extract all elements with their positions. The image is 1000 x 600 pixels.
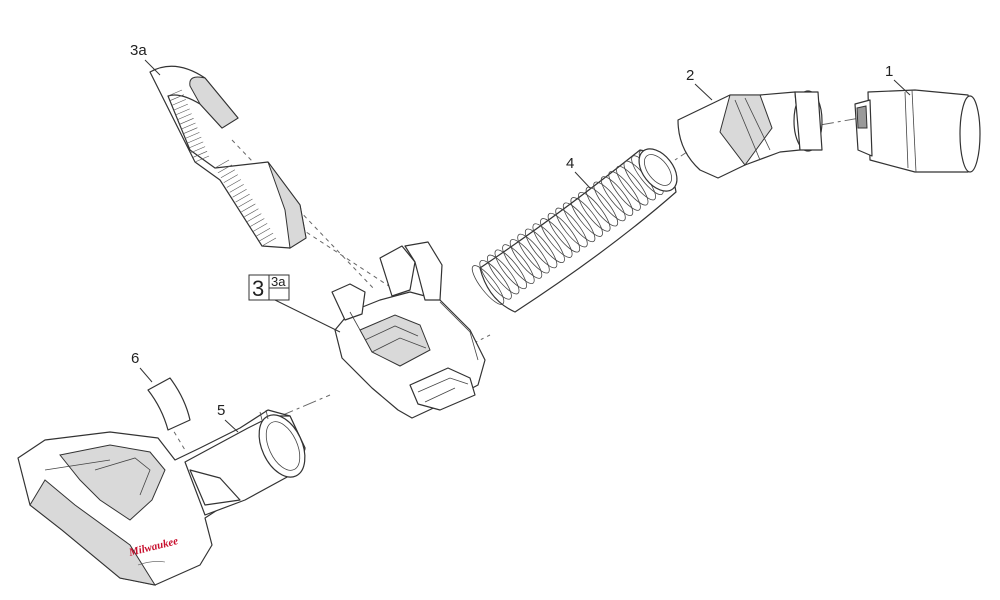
strap-rib — [214, 159, 230, 169]
hose-rib — [509, 239, 543, 279]
hose-rib — [479, 260, 512, 300]
hose-rib — [555, 207, 588, 248]
strap-rib — [179, 118, 194, 125]
part-1-coupler — [854, 89, 981, 173]
strap-rib — [235, 193, 250, 203]
callout-5-label: 5 — [217, 402, 225, 419]
hose-rib — [562, 202, 596, 243]
callout-6: 6 — [131, 350, 153, 383]
hose-rib — [471, 265, 505, 305]
strap-rib — [258, 232, 274, 242]
hose-rib — [547, 212, 581, 253]
callout-2: 2 — [686, 67, 713, 101]
kit-box-sub: 3a — [271, 274, 286, 289]
kit-label-box: 3 3a — [248, 274, 341, 333]
strap-rib — [190, 146, 206, 153]
callout-3a: 3a — [130, 42, 161, 76]
strap-rib — [238, 198, 253, 208]
strap-rib — [181, 122, 196, 130]
strap-rib — [175, 108, 190, 116]
hose-rib — [578, 192, 611, 232]
strap-rib — [255, 228, 271, 237]
hose-rib — [502, 244, 535, 284]
callout-6-label: 6 — [131, 350, 139, 367]
hose-rib — [517, 233, 550, 274]
dash-line-3a-bottom — [299, 227, 396, 291]
strap-rib — [192, 151, 208, 158]
hose-rib — [585, 186, 619, 227]
hose-rib — [608, 171, 641, 211]
hose-rib — [487, 254, 520, 295]
part-2-elbow-adapter — [677, 90, 823, 179]
part-3-clamp-adapter — [331, 241, 486, 419]
strap-rib — [247, 213, 262, 222]
strap-rib — [244, 208, 259, 218]
callout-3a-label: 3a — [130, 42, 147, 59]
strap-rib — [171, 99, 187, 106]
strap-rib — [220, 169, 236, 179]
strap-rib — [167, 89, 183, 97]
part-3a-strap — [149, 65, 307, 249]
strap-ribs — [167, 89, 277, 247]
part-4-corrugated-hose — [471, 148, 678, 313]
part-5-floor-nozzle: Milwaukee — [17, 409, 306, 586]
part-6-insert — [147, 377, 191, 431]
strap-rib — [169, 94, 185, 101]
hose-rib — [540, 218, 573, 258]
strap-rib — [185, 132, 200, 139]
hose-ribs — [471, 150, 672, 305]
strap-rib — [183, 127, 198, 134]
strap-rib — [173, 103, 188, 111]
axis-line-2-to-1 — [819, 117, 861, 126]
kit-box-number: 3 — [252, 276, 264, 301]
hose-rib — [532, 223, 565, 263]
strap-rib — [250, 218, 265, 227]
callout-4-label: 4 — [566, 155, 574, 172]
strap-rib — [261, 237, 277, 247]
strap-rib — [253, 223, 268, 232]
hose-rib — [593, 181, 626, 222]
dash-line-6 — [169, 424, 186, 451]
strap-rib — [226, 179, 241, 188]
strap-rib — [187, 136, 202, 144]
callout-1: 1 — [885, 63, 911, 96]
strap-rib — [217, 164, 233, 174]
callout-4: 4 — [566, 155, 591, 189]
callout-2-label: 2 — [686, 67, 694, 84]
hose-rib — [524, 228, 558, 269]
callout-5: 5 — [217, 402, 239, 433]
strap-rib — [194, 155, 210, 163]
strap-rib — [189, 141, 204, 149]
hose-rib — [494, 249, 527, 290]
strap-rib — [177, 113, 192, 120]
callout-1-label: 1 — [885, 63, 893, 80]
strap-rib — [241, 203, 256, 213]
hose-rib — [600, 176, 634, 216]
strap-rib — [223, 174, 238, 183]
hose-rib — [570, 197, 603, 237]
strap-rib — [232, 189, 247, 198]
hose-rib — [616, 165, 649, 206]
strap-rib — [229, 184, 244, 193]
